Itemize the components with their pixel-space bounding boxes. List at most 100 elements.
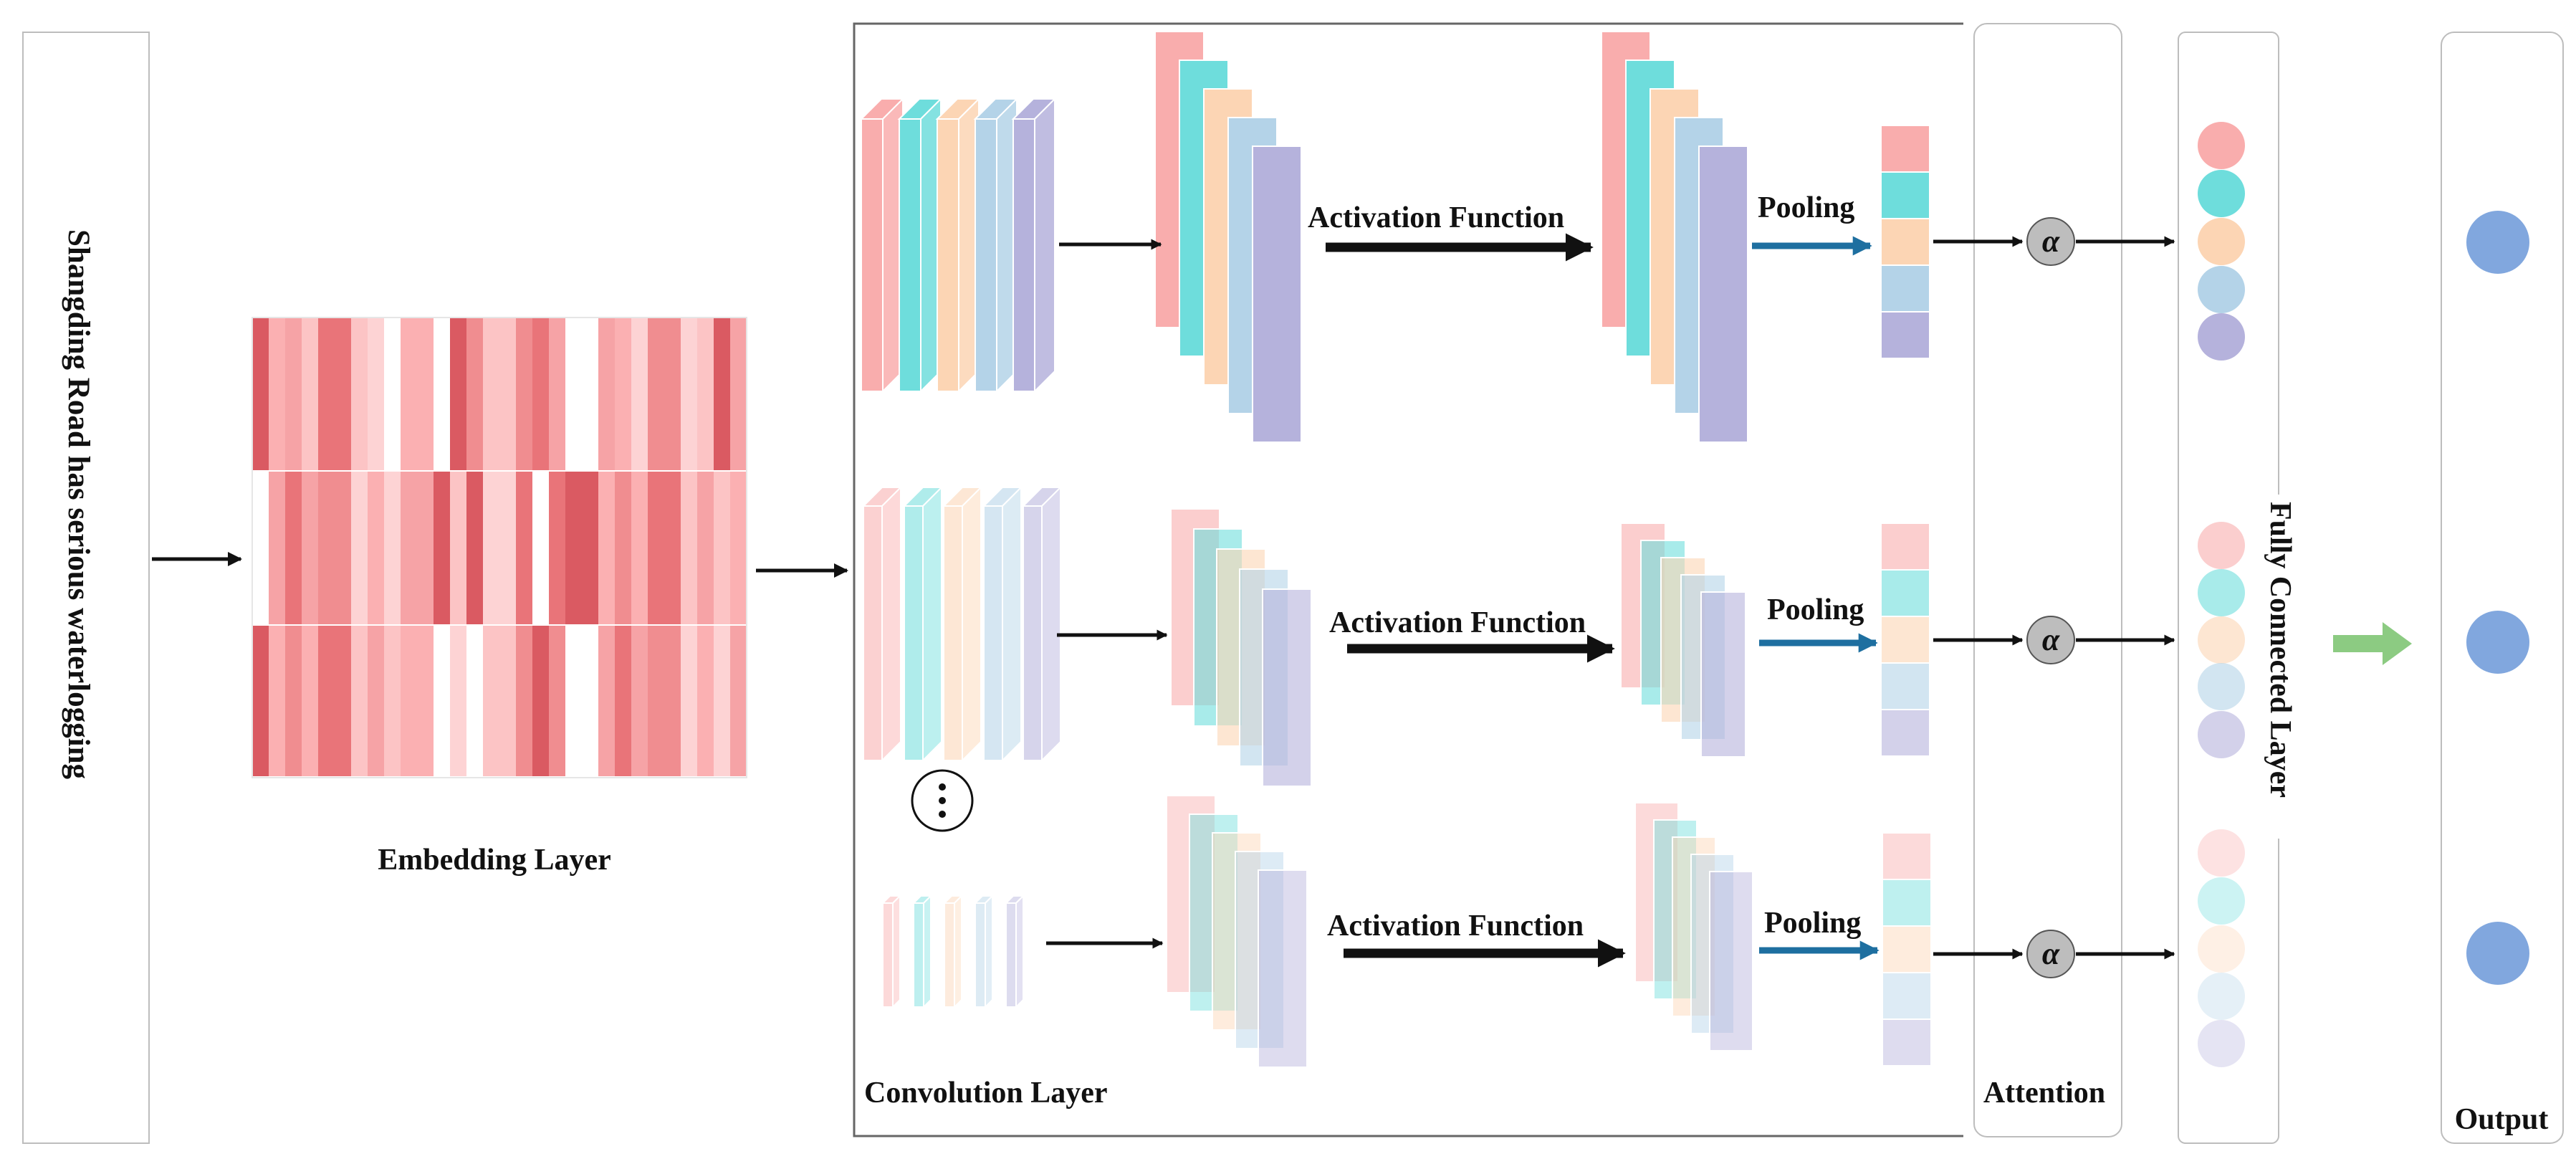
fc-node <box>2198 170 2245 217</box>
feature-map <box>1235 851 1285 1049</box>
activated-map <box>1698 145 1748 443</box>
kernel-slab <box>861 485 903 763</box>
pooled-cell <box>1880 264 1930 312</box>
heatmap-cell <box>384 318 401 470</box>
branch-1: Activation Function Pooling <box>1059 191 1872 262</box>
feature-map <box>1166 795 1216 993</box>
pooling-label-1: Pooling <box>1758 191 1854 224</box>
pooled-cell <box>1880 171 1930 219</box>
heatmap-cell <box>335 472 351 624</box>
heatmap-cell <box>730 472 747 624</box>
kernel-front <box>944 902 955 1008</box>
fc-node <box>2198 616 2245 664</box>
kernel-side <box>985 894 993 1009</box>
heatmap-cell <box>598 626 615 776</box>
heatmap-cell <box>401 472 417 624</box>
feature-map <box>1262 588 1312 787</box>
heatmap-cell <box>532 472 549 624</box>
kernel-front <box>882 902 894 1008</box>
heatmap-cell <box>483 318 499 470</box>
pooling-label-3: Pooling <box>1764 907 1861 940</box>
heatmap-cell <box>450 318 466 470</box>
kernel-side <box>1041 485 1061 763</box>
pooled-cell <box>1882 1018 1932 1067</box>
pooling-label-2: Pooling <box>1767 593 1864 626</box>
activated-map <box>1690 854 1735 1034</box>
heatmap-cell <box>351 318 368 470</box>
pooled-cell <box>1880 218 1930 266</box>
heatmap-cell <box>631 626 648 776</box>
fc-node <box>2198 522 2245 569</box>
heatmap-cell <box>434 626 450 776</box>
alpha-symbol-3: α <box>2042 936 2060 971</box>
heatmap-cell <box>269 626 285 776</box>
heatmap-cell <box>252 626 269 776</box>
pooled-cell <box>1882 925 1932 973</box>
heatmap-cell <box>549 472 565 624</box>
heatmap-cell <box>450 472 466 624</box>
kernel-front <box>943 505 963 761</box>
activation-label-3: Activation Function <box>1327 910 1584 943</box>
pooled-cell <box>1882 832 1932 880</box>
kernel-front <box>899 118 921 392</box>
heatmap-cell <box>351 472 368 624</box>
heatmap-cell <box>335 626 351 776</box>
pooled-cell <box>1880 709 1930 757</box>
heatmap-cell <box>714 472 730 624</box>
pooled-cell <box>1882 879 1932 927</box>
kernel-top <box>911 895 933 904</box>
attention-weight-node-3 <box>2026 930 2075 978</box>
kernel-front <box>863 505 883 761</box>
heatmap-cell <box>681 318 697 470</box>
kernel-slab <box>1021 485 1063 763</box>
heatmap-cell <box>664 472 681 624</box>
attention-nodes: α α α <box>1933 217 2175 978</box>
pooled-cell <box>1880 125 1930 173</box>
heatmap-cell <box>582 626 598 776</box>
heatmap-cell <box>269 472 285 624</box>
heatmap-cell <box>466 472 483 624</box>
kernel-slab <box>1011 97 1057 393</box>
attention-panel: Attention <box>1973 23 2122 1137</box>
attention-label: Attention <box>1983 1077 2105 1110</box>
heatmap-cell <box>401 626 417 776</box>
heatmap-cell <box>368 318 384 470</box>
kernel-side <box>1002 485 1022 763</box>
kernel-side <box>1015 894 1024 1009</box>
heatmap-cell <box>285 626 302 776</box>
heatmap-cell <box>532 626 549 776</box>
heatmap-cell <box>565 472 582 624</box>
heatmap-cell <box>516 626 532 776</box>
kernel-side <box>962 485 982 763</box>
fc-node <box>2198 1020 2245 1067</box>
heatmap-cell <box>631 472 648 624</box>
fc-node <box>2198 218 2245 265</box>
heatmap-cell <box>648 472 664 624</box>
heatmap-cell <box>285 472 302 624</box>
fc-node <box>2198 829 2245 877</box>
heatmap-cell <box>302 318 318 470</box>
feature-map <box>1258 869 1308 1068</box>
heatmap-cell <box>483 472 499 624</box>
heatmap-cell <box>302 626 318 776</box>
kernel-side <box>881 485 901 763</box>
heatmap-cell <box>499 318 516 470</box>
kernel-side <box>892 894 901 1009</box>
heatmap-cell <box>401 318 417 470</box>
heatmap-cell <box>615 626 631 776</box>
kernel-side <box>1034 97 1055 393</box>
feature-map <box>1212 832 1262 1031</box>
kernel-slab <box>942 894 964 1009</box>
output-node-3 <box>2466 922 2529 985</box>
kernel-top <box>1004 895 1025 904</box>
kernel-slab <box>859 97 905 393</box>
feature-map <box>1252 145 1302 443</box>
heatmap-cell <box>582 318 598 470</box>
activated-map <box>1700 591 1746 758</box>
kernel-slab <box>942 485 983 763</box>
activated-map <box>1653 819 1698 1000</box>
pooled-cell <box>1880 616 1930 664</box>
heatmap-cell <box>384 472 401 624</box>
heatmap-cell <box>384 626 401 776</box>
